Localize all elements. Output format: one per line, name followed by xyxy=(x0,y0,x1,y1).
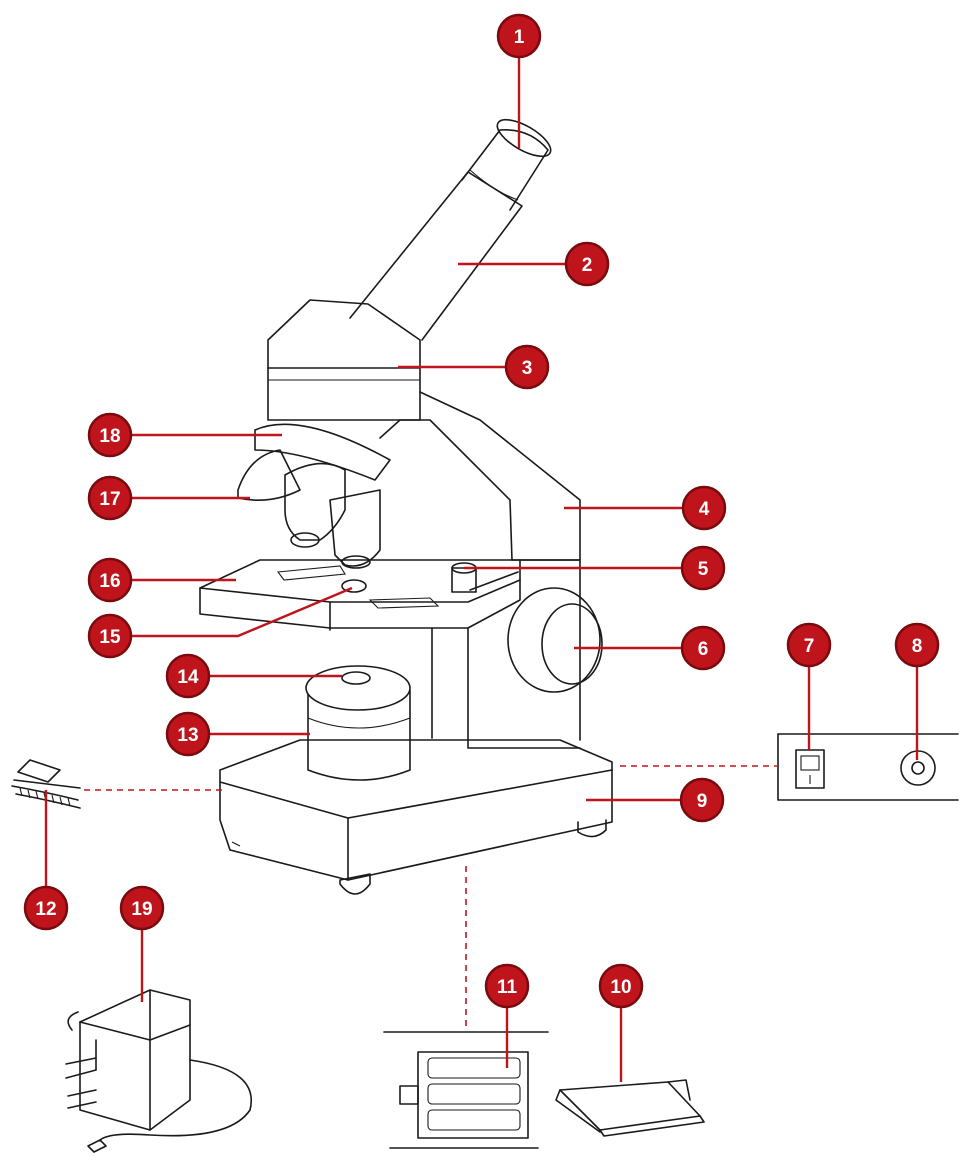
callout-2: 2 xyxy=(564,241,610,287)
microscope-drawing xyxy=(199,118,613,895)
battery-cover-icon xyxy=(555,1079,705,1137)
switch-panel-icon xyxy=(777,733,959,801)
battery-pack-icon xyxy=(383,1031,549,1149)
callout-16: 16 xyxy=(87,557,133,603)
svg-text:16: 16 xyxy=(99,571,120,592)
svg-text:8: 8 xyxy=(912,636,923,657)
svg-text:15: 15 xyxy=(99,627,121,648)
svg-text:3: 3 xyxy=(522,358,533,379)
callout-19: 19 xyxy=(119,885,165,931)
svg-text:7: 7 xyxy=(804,636,815,657)
callout-7: 7 xyxy=(786,622,832,668)
callout-14: 14 xyxy=(165,653,211,699)
svg-text:1: 1 xyxy=(514,27,525,48)
svg-text:17: 17 xyxy=(99,489,120,510)
leader-lines xyxy=(44,58,919,1082)
callout-1: 1 xyxy=(496,13,542,59)
callout-11: 11 xyxy=(484,963,530,1009)
svg-text:2: 2 xyxy=(582,255,593,276)
svg-text:9: 9 xyxy=(697,791,708,812)
callout-3: 3 xyxy=(504,344,550,390)
svg-text:4: 4 xyxy=(699,499,710,520)
svg-text:12: 12 xyxy=(35,899,56,920)
svg-text:19: 19 xyxy=(131,899,152,920)
callout-6: 6 xyxy=(680,625,726,671)
svg-text:18: 18 xyxy=(99,426,120,447)
callout-9: 9 xyxy=(679,777,725,823)
callout-10: 10 xyxy=(598,963,644,1009)
svg-text:10: 10 xyxy=(610,977,631,998)
callout-12: 12 xyxy=(23,885,69,931)
power-adapter-icon xyxy=(65,989,252,1153)
svg-text:14: 14 xyxy=(177,667,199,688)
callout-17: 17 xyxy=(87,475,133,521)
callout-4: 4 xyxy=(681,485,727,531)
callout-5: 5 xyxy=(680,545,726,591)
svg-text:13: 13 xyxy=(177,725,198,746)
svg-text:6: 6 xyxy=(698,639,709,660)
callout-15: 15 xyxy=(87,613,133,659)
svg-text:5: 5 xyxy=(698,559,709,580)
callout-badges: 1 2 3 4 5 6 7 8 9 10 11 12 13 14 15 16 1… xyxy=(23,13,940,1009)
callout-18: 18 xyxy=(87,412,133,458)
callout-8: 8 xyxy=(894,622,940,668)
callout-13: 13 xyxy=(165,711,211,757)
svg-text:11: 11 xyxy=(497,977,518,998)
